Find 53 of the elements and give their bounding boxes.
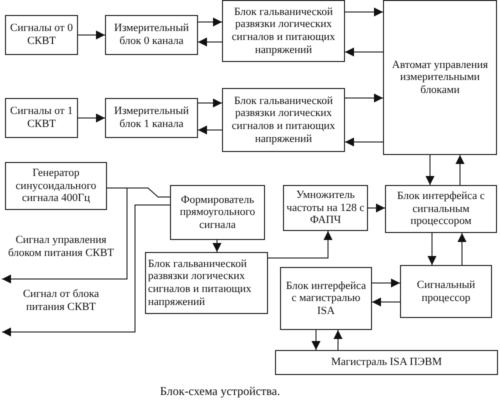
box-label: Измерительный блок 1 канала [113, 105, 190, 131]
box-label: Формирователь прямоугольного сигнала [178, 194, 256, 232]
arrow [344, 8, 384, 16]
arrow [2, 204, 170, 336]
process-box [5, 98, 78, 138]
arrow [344, 48, 384, 56]
process-box [280, 267, 372, 330]
box-label: Автомат управления измерительными блоками [391, 58, 489, 96]
process-box [383, 0, 497, 155]
arrow [198, 98, 222, 108]
box-label: Блок гальванической развязки логических сигналов и питающих напряжений [148, 258, 252, 308]
arrow [456, 154, 464, 186]
arrow [2, 188, 128, 284]
box-label: Умножитель частоты на 128 с ФАПЧ [286, 189, 365, 227]
arrow [198, 38, 222, 46]
arrow [78, 114, 106, 122]
arrow [334, 330, 342, 350]
arrow [458, 232, 466, 266]
arrow [372, 278, 400, 288]
arrow [198, 126, 222, 134]
arrow [344, 138, 384, 146]
arrow [78, 30, 106, 40]
process-box [5, 162, 107, 210]
box-label: Блок интерфейса с сигнальным процессором [396, 190, 486, 228]
process-box [5, 15, 78, 55]
arrow [198, 18, 222, 26]
arrow [312, 330, 320, 350]
process-box [275, 350, 498, 375]
box-label: Блок гальванической развязки логических сигналов и питающих напряжений [230, 94, 336, 146]
box-label: Сигнальный процессор [416, 278, 476, 304]
process-box [385, 185, 497, 233]
process-box [222, 88, 345, 152]
process-box [400, 265, 492, 318]
process-box [145, 252, 268, 314]
process-box [105, 98, 198, 138]
box-label: Блок гальванической развязки логических сигналов и питающих напряжений [230, 6, 336, 56]
process-box [222, 0, 345, 62]
process-box [105, 15, 198, 55]
arrow [368, 204, 386, 212]
arrow [344, 94, 384, 102]
box-label: Измерительный блок 0 канала [113, 22, 190, 48]
box-label: Генератор синусоидального сигнала 400Гц [14, 167, 98, 205]
box-label: Сигналы от 0 СКВТ [9, 22, 74, 48]
arrow [428, 232, 436, 266]
arrow [372, 298, 400, 306]
process-box [170, 185, 265, 240]
arrow [268, 230, 332, 258]
arrow [212, 240, 222, 252]
caption: Блок-схема устройства. [160, 384, 280, 399]
box-label: Магистраль ISA ПЭВМ [331, 356, 442, 369]
box-label: Сигналы от 1 СКВТ [9, 105, 74, 131]
arrow [426, 154, 434, 186]
box-label: Блок интерфейса с магистралью ISA [284, 280, 367, 318]
